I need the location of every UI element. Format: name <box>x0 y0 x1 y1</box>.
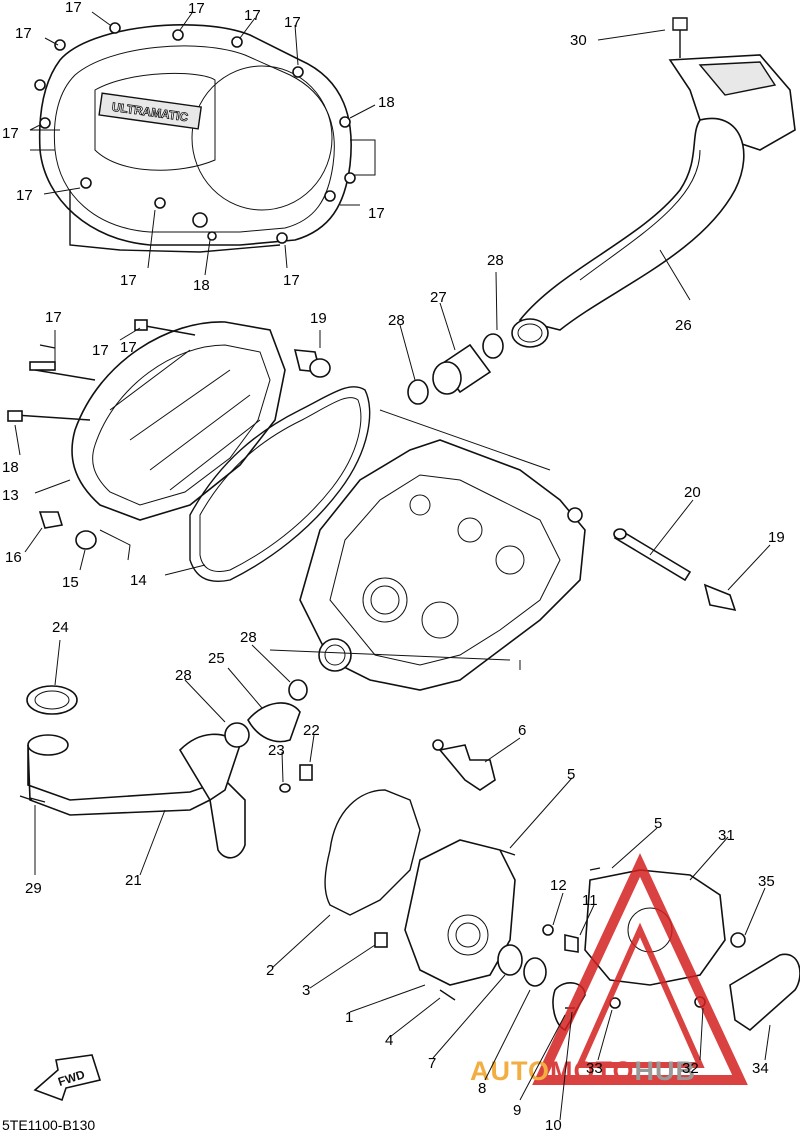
inner-clutch-cover <box>7 319 286 561</box>
callout-17: 17 <box>45 309 62 326</box>
callout-17: 17 <box>92 342 109 359</box>
shaft-and-plugs <box>293 349 737 612</box>
callout-19: 19 <box>310 310 327 327</box>
callout-28: 28 <box>388 312 405 329</box>
callout-28: 28 <box>175 667 192 684</box>
cover-gasket <box>189 386 371 582</box>
callout-22: 22 <box>303 722 320 739</box>
callout-35: 35 <box>758 873 775 890</box>
callout-23: 23 <box>268 742 285 759</box>
callout-17: 17 <box>2 125 19 142</box>
watermark-text: AUTOMOTOHUB <box>470 1056 696 1086</box>
callout-12: 12 <box>550 877 567 894</box>
callout-18: 18 <box>2 459 19 476</box>
callout-25: 25 <box>208 650 225 667</box>
callout-18: 18 <box>378 94 395 111</box>
callout-labels: 17 17 17 17 17 17 18 17 17 17 17 18 17 3… <box>2 0 785 1134</box>
callout-30: 30 <box>570 32 587 49</box>
callout-9: 9 <box>513 1102 521 1119</box>
callout-17: 17 <box>244 7 261 24</box>
air-duct-lower <box>19 679 313 859</box>
callout-17: 17 <box>283 272 300 289</box>
callout-4: 4 <box>385 1032 393 1049</box>
callout-17: 17 <box>16 187 33 204</box>
air-duct-upper <box>407 17 796 405</box>
callout-8: 8 <box>478 1080 486 1097</box>
callout-3: 3 <box>302 982 310 999</box>
callout-11: 11 <box>582 892 598 909</box>
callout-19: 19 <box>768 529 785 546</box>
callout-5: 5 <box>654 815 662 832</box>
callout-5: 5 <box>567 766 575 783</box>
callout-17: 17 <box>65 0 82 16</box>
callout-21: 21 <box>125 872 142 889</box>
callout-13: 13 <box>2 487 19 504</box>
callout-29: 29 <box>25 880 42 897</box>
fwd-arrow-icon: FWD <box>33 1054 102 1102</box>
callout-20: 20 <box>684 484 701 501</box>
callout-33: 33 <box>586 1060 603 1077</box>
callout-34: 34 <box>752 1060 769 1077</box>
callout-31: 31 <box>718 827 735 844</box>
callout-17: 17 <box>120 339 137 356</box>
callout-1: 1 <box>345 1009 353 1026</box>
outer-clutch-cover: ULTRAMATIC <box>30 22 376 253</box>
callout-18: 18 <box>193 277 210 294</box>
callout-17: 17 <box>15 25 32 42</box>
callout-7: 7 <box>428 1055 436 1072</box>
callout-17: 17 <box>368 205 385 222</box>
callout-27: 27 <box>430 289 447 306</box>
leader-lines <box>14 11 771 1121</box>
crankcase <box>269 409 586 691</box>
callout-10: 10 <box>545 1117 562 1134</box>
callout-24: 24 <box>52 619 69 636</box>
watermark-logo: AUTOMOTOHUB <box>470 853 748 1086</box>
callout-15: 15 <box>62 574 79 591</box>
catalog-code: 5TE1100-B130 <box>2 1117 95 1133</box>
callout-17: 17 <box>188 0 205 17</box>
callout-17: 17 <box>284 14 301 31</box>
callout-6: 6 <box>518 722 526 739</box>
callout-28: 28 <box>240 629 257 646</box>
callout-28: 28 <box>487 252 504 269</box>
callout-2: 2 <box>266 962 274 979</box>
callout-14: 14 <box>130 572 147 589</box>
callout-17: 17 <box>120 272 137 289</box>
callout-26: 26 <box>675 317 692 334</box>
callout-32: 32 <box>682 1060 699 1077</box>
callout-16: 16 <box>5 549 22 566</box>
